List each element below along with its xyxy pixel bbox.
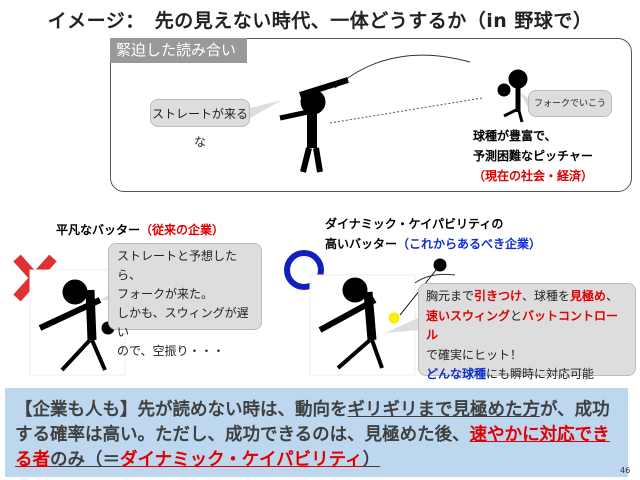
conclusion-panel: [5, 388, 628, 477]
scene-label: 緊迫した読み合い: [110, 38, 247, 63]
text-blue: どんな球種: [426, 367, 487, 381]
text: 胸元まで: [426, 289, 475, 303]
text: のみ（＝: [50, 450, 120, 470]
slide-title: イメージ： 先の見えない時代、一体どうするか（in 野球で）: [47, 10, 593, 32]
bubble-tail: [520, 92, 528, 108]
bubble-tail: [385, 318, 418, 333]
text: が、成功する確率は高い。ただし、成功できるのは、見極めた後、: [15, 400, 610, 445]
ordinary-batter-heading: 平凡なバッター（従来の企業）: [56, 221, 224, 238]
caption-line: 球種が豊富で、: [473, 129, 557, 143]
impact-spark-icon: [388, 312, 400, 324]
caption-red: （現在の社会・経済）: [473, 169, 594, 183]
bubble-line: ストレートと予想したら、: [117, 249, 238, 282]
capable-batter-bubble: 胸元まで引きつけ、球種を見極め、 速いスウィングとバットコントロール で確実にヒ…: [418, 283, 636, 381]
bubble-line: ので、空振り・・・: [117, 344, 225, 358]
heading-blue: （これからあるべき企業）: [397, 237, 542, 251]
text: ）: [362, 450, 381, 470]
text-red: 速やかに対応できる者: [15, 425, 610, 470]
caption-line: 予測困難なピッチャー: [473, 149, 593, 163]
ordinary-batter-bubble: ストレートと予想したら、 フォークが来た。 しかも、スウィングが遅い ので、空振…: [108, 243, 262, 358]
text: と: [510, 308, 523, 323]
text: 、球種を: [522, 289, 571, 303]
page-number: 46: [620, 466, 631, 475]
pitcher-caption: 球種が豊富で、 予測困難なピッチャー （現在の社会・経済）: [473, 126, 593, 186]
pitcher-figure: [497, 69, 528, 123]
text: 、: [606, 289, 619, 303]
heading-red: （従来の企業）: [140, 223, 225, 237]
text-underlined: ギリギリまで見極めた方: [347, 400, 541, 420]
text-red: 引きつけ: [474, 289, 523, 303]
capable-batter-heading: ダイナミック・ケイパビリティの 高いバッター（これからあるべき企業）: [325, 214, 541, 254]
bubble-line: しかも、スウィングが遅い: [117, 306, 249, 339]
bubble-tail: [250, 100, 282, 118]
text-red: バットコントロール: [426, 308, 619, 343]
heading-line: 高いバッター: [325, 237, 398, 251]
scene-panel: [110, 38, 632, 192]
batter-figure: [279, 77, 349, 173]
capable-batter-figure: [318, 258, 447, 370]
bubble-line: フォークが来た。: [117, 287, 214, 301]
ball-arc: [334, 54, 471, 89]
text: で確実にヒット！: [426, 347, 523, 362]
conclusion-text: 【企業も人も】先が読めない時は、動向をギリギリまで見極めた方が、成功する確率は高…: [15, 398, 625, 473]
pitcher-speech-bubble: フォークでいこう: [528, 90, 612, 117]
batter-speech-bubble: ストレートが来るな: [150, 99, 250, 149]
text-red: 見極め: [570, 289, 607, 303]
ordinary-batter-figure: [38, 279, 115, 372]
heading-line: ダイナミック・ケイパビリティの: [325, 217, 504, 231]
pitch-line: [329, 97, 483, 124]
text-red: ダイナミック・ケイパビリティ: [120, 450, 363, 470]
text-red: 速いスウィング: [426, 308, 511, 323]
circle-icon: [284, 250, 324, 290]
ball-arc: [414, 273, 456, 284]
text: 【企業も人も】先が読めない時は、動向を: [15, 400, 348, 420]
heading-text: 平凡なバッター: [56, 223, 141, 237]
text: にも瞬時に対応可能: [486, 367, 595, 381]
